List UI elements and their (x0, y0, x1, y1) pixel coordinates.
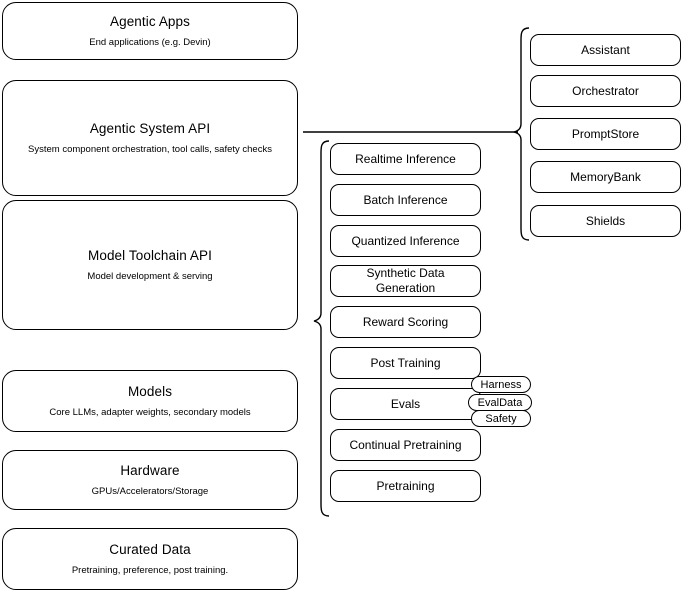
evals-badge-label: EvalData (477, 396, 523, 409)
system-component-chip-assistant[interactable]: Assistant (530, 34, 681, 66)
layer-subtitle: System component orchestration, tool cal… (28, 143, 272, 155)
capability-label: Evals (390, 396, 421, 411)
layer-subtitle: GPUs/Accelerators/Storage (91, 485, 209, 497)
capability-label: Post Training (370, 355, 441, 370)
capability-chip-quantized-inference[interactable]: Quantized Inference (330, 225, 481, 257)
capability-chip-synthetic-data-generation[interactable]: Synthetic Data Generation (330, 265, 481, 297)
capability-label: Synthetic Data Generation (366, 266, 445, 295)
layer-subtitle: Pretraining, preference, post training. (71, 564, 229, 576)
capability-chip-continual-pretraining[interactable]: Continual Pretraining (330, 429, 481, 461)
layer-subtitle: Model development & serving (87, 270, 213, 282)
layer-card-model-toolchain-api[interactable]: Model Toolchain API Model development & … (2, 200, 298, 330)
layer-title: Agentic System API (89, 120, 211, 136)
capability-label: Pretraining (376, 478, 435, 493)
evals-badge-label: Safety (485, 412, 517, 425)
system-component-chip-shields[interactable]: Shields (530, 205, 681, 237)
layer-card-agentic-apps[interactable]: Agentic Apps End applications (e.g. Devi… (2, 2, 298, 60)
layer-card-hardware[interactable]: Hardware GPUs/Accelerators/Storage (2, 450, 298, 510)
layer-subtitle: End applications (e.g. Devin) (89, 36, 211, 48)
layer-title: Curated Data (109, 541, 191, 557)
capability-label: Batch Inference (363, 192, 448, 207)
evals-badge-label: Harness (480, 378, 522, 391)
capability-chip-post-training[interactable]: Post Training (330, 347, 481, 379)
system-components-brace (513, 27, 530, 241)
capability-chip-realtime-inference[interactable]: Realtime Inference (330, 143, 481, 175)
layer-card-agentic-system-api[interactable]: Agentic System API System component orch… (2, 80, 298, 196)
layer-subtitle: Core LLMs, adapter weights, secondary mo… (49, 406, 251, 418)
evals-badge-harness[interactable]: Harness (471, 376, 531, 393)
capability-label: Quantized Inference (351, 233, 460, 248)
system-component-label: Shields (585, 213, 626, 228)
evals-badge-evaldata[interactable]: EvalData (468, 394, 532, 411)
capability-chip-pretraining[interactable]: Pretraining (330, 470, 481, 502)
layer-title: Models (127, 383, 173, 399)
capability-chip-evals[interactable]: Evals (330, 388, 481, 420)
layer-card-models[interactable]: Models Core LLMs, adapter weights, secon… (2, 370, 298, 432)
capability-chip-reward-scoring[interactable]: Reward Scoring (330, 306, 481, 338)
capability-label: Reward Scoring (362, 314, 449, 329)
system-component-chip-promptstore[interactable]: PromptStore (530, 118, 681, 150)
capability-chip-batch-inference[interactable]: Batch Inference (330, 184, 481, 216)
layer-title: Model Toolchain API (88, 247, 212, 263)
toolchain-capabilities-brace (313, 140, 330, 517)
layer-title: Agentic Apps (109, 13, 190, 29)
capability-label: Realtime Inference (355, 151, 456, 166)
system-component-chip-orchestrator[interactable]: Orchestrator (530, 75, 681, 107)
layer-card-curated-data[interactable]: Curated Data Pretraining, preference, po… (2, 528, 298, 590)
system-component-label: MemoryBank (570, 169, 641, 184)
layer-title: Hardware (120, 462, 180, 478)
system-component-label: Orchestrator (572, 83, 639, 98)
system-component-label: PromptStore (571, 126, 640, 141)
system-component-chip-memorybank[interactable]: MemoryBank (530, 161, 681, 193)
capability-label: Continual Pretraining (349, 437, 462, 452)
system-component-label: Assistant (581, 42, 630, 57)
evals-badge-safety[interactable]: Safety (471, 410, 531, 427)
